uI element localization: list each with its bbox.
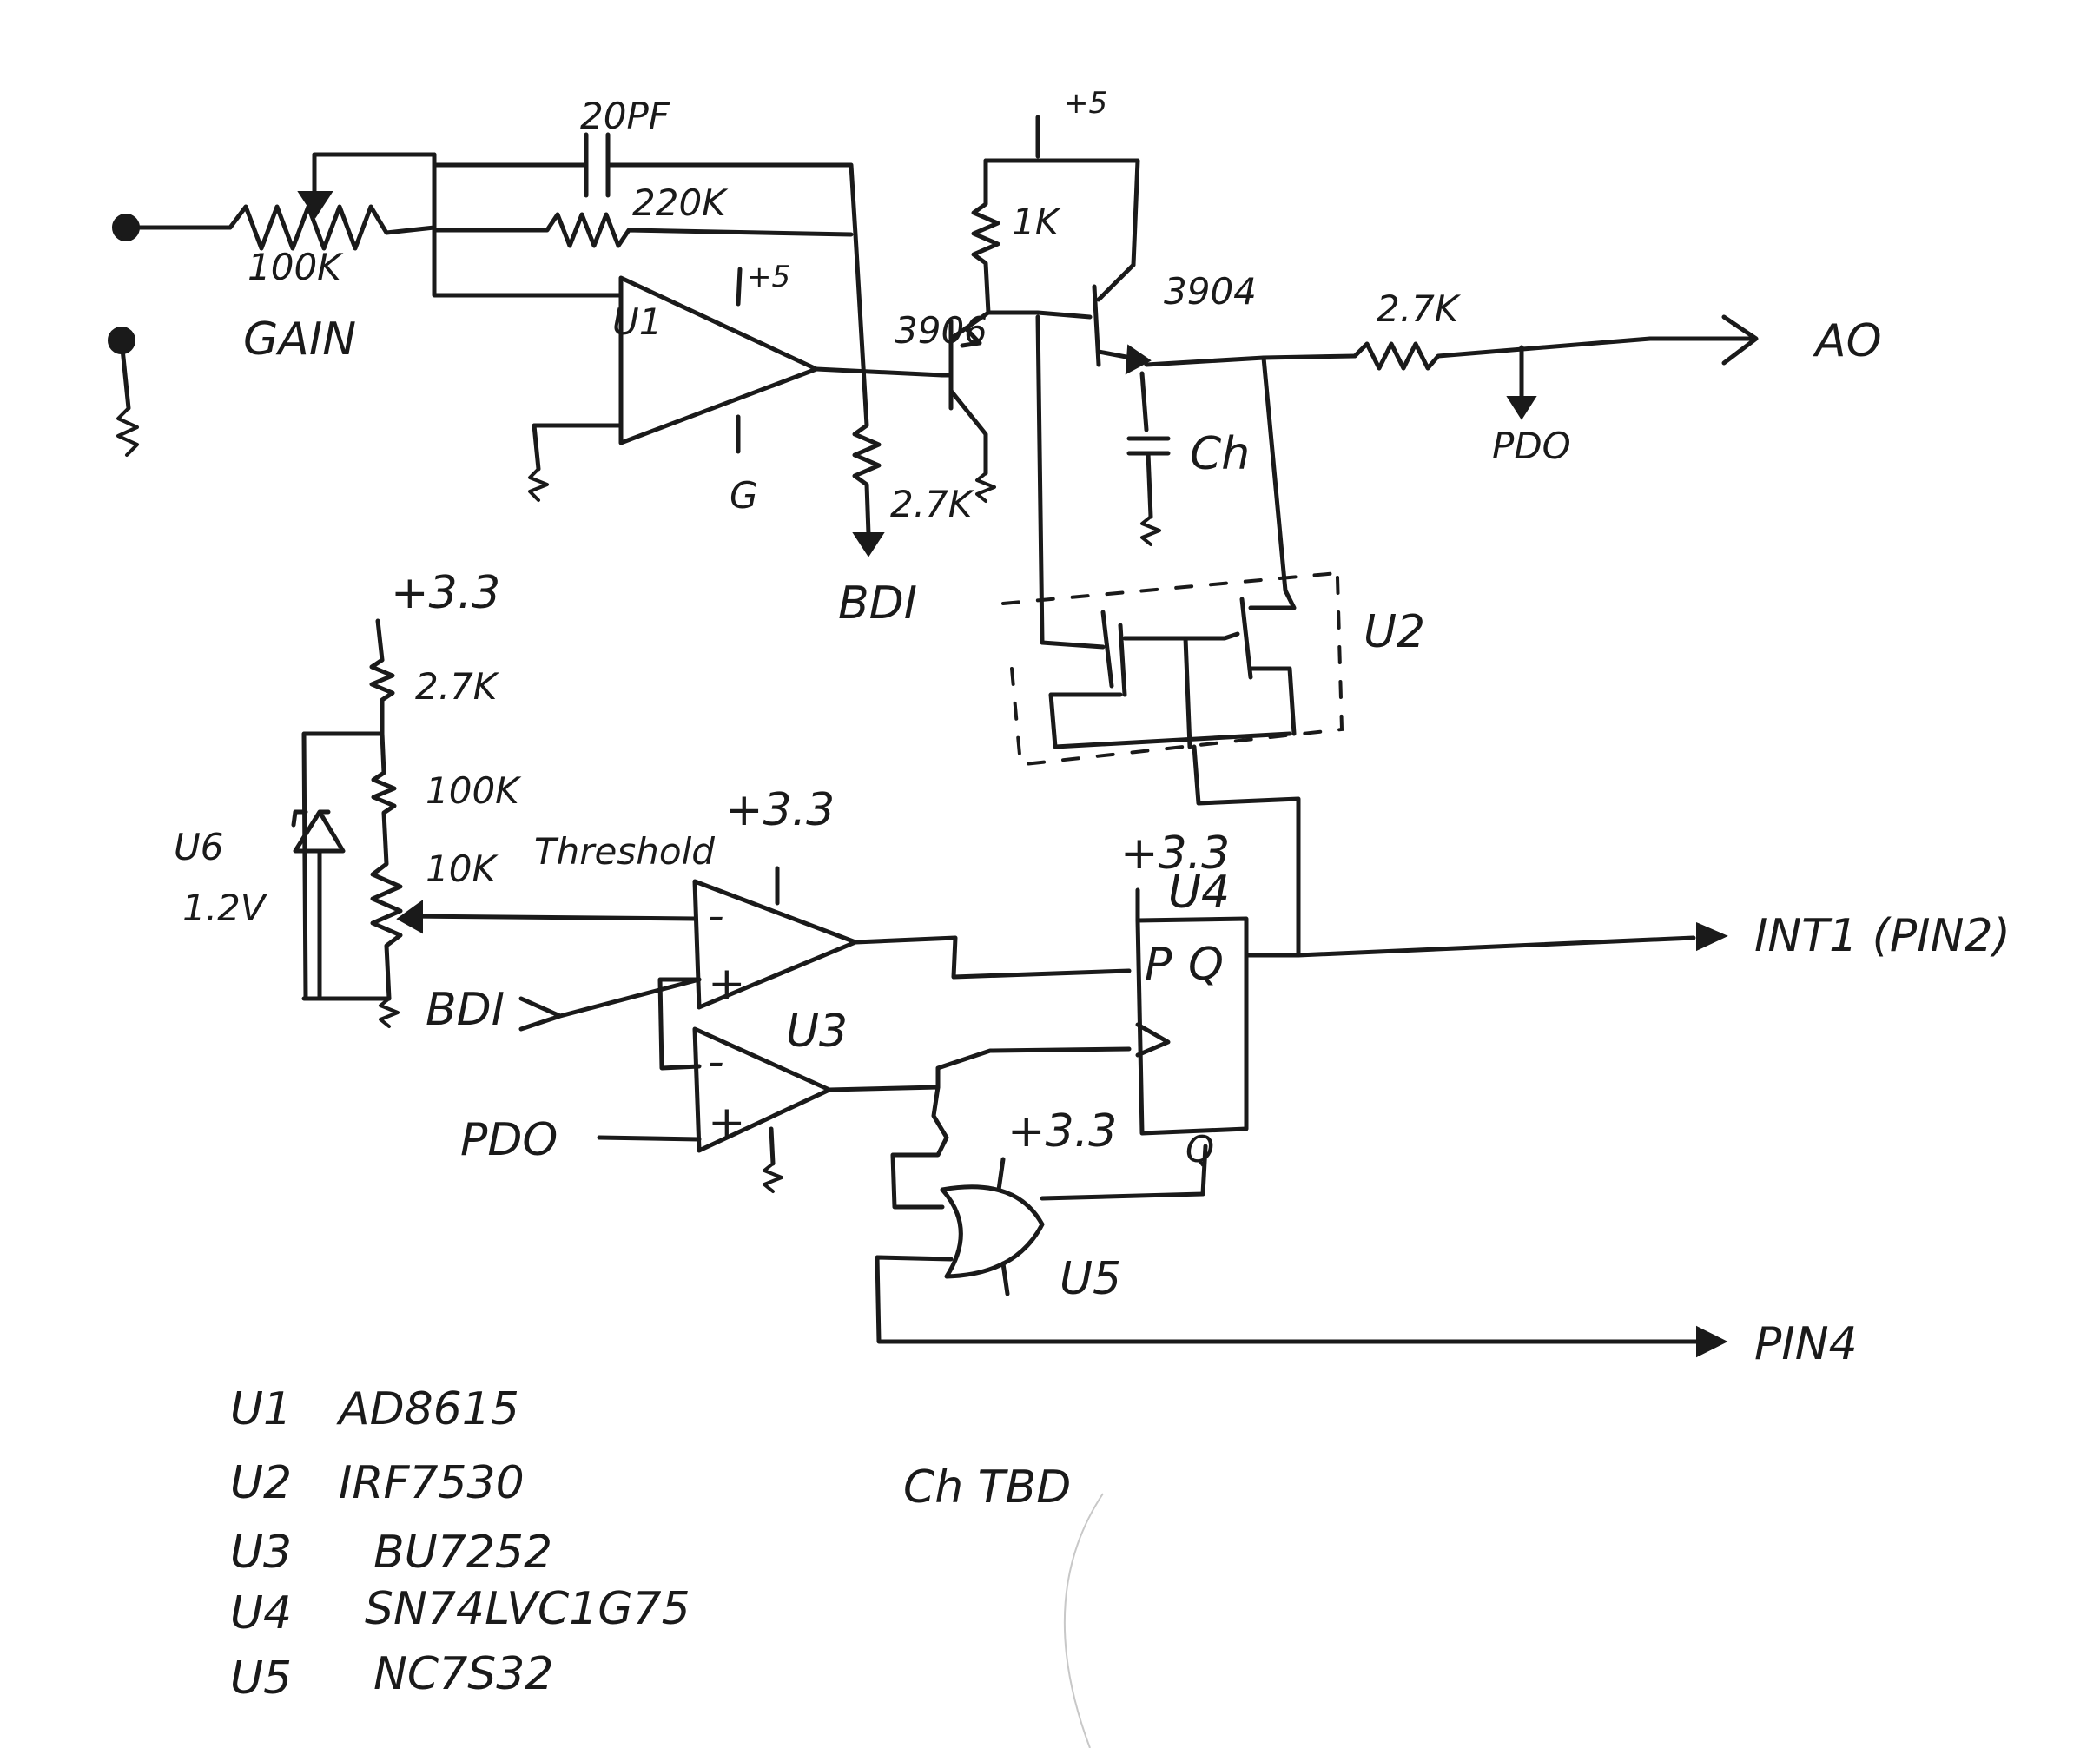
transistor-3906 — [940, 310, 991, 476]
part-number: BU7252 — [373, 1527, 552, 1579]
res-out — [1352, 336, 1653, 371]
svg-text:-: - — [708, 890, 724, 942]
svg-text:+: + — [708, 1097, 746, 1149]
parts-list: U1 AD8615 U2 IRF7530 U3 BU7252 U4 SN74LV… — [230, 1383, 690, 1705]
u3-supply-label: +3.3 — [725, 784, 835, 836]
u4-pin-p: P — [1145, 939, 1172, 991]
part-ref: U2 — [230, 1457, 292, 1509]
pot-name-label: GAIN — [243, 313, 356, 366]
part-number: SN74LVC1G75 — [365, 1583, 690, 1635]
svg-text:-: - — [708, 1036, 724, 1088]
wire-int1 — [1244, 935, 1696, 958]
res-feedback-label: 220K — [632, 181, 729, 224]
pot-wiper-head — [297, 191, 333, 219]
part-ref: U1 — [230, 1383, 292, 1435]
transistor-3906-label: 3906 — [895, 309, 987, 352]
pot-value-label: 100K — [248, 246, 344, 288]
paper-crease — [1063, 1493, 1104, 1748]
res-pulldown-label: 2.7K — [890, 483, 975, 525]
wire-u1-out — [814, 366, 945, 378]
res-10k-label: 10K — [426, 848, 499, 890]
parts-list-row: U4 SN74LVC1G75 — [230, 1583, 690, 1639]
cap-feedback — [584, 132, 611, 198]
part-ref: U4 — [230, 1587, 292, 1639]
supply-plus5-label: +5 — [1064, 86, 1107, 121]
part-number: AD8615 — [336, 1383, 519, 1435]
cap-feedback-label: 20PF — [580, 95, 670, 137]
pdo-input-wire — [597, 1135, 702, 1142]
parts-list-row: U2 IRF7530 — [230, 1457, 525, 1509]
transistor-3904-label: 3904 — [1164, 270, 1257, 313]
u5-supply-label: +3.3 — [1007, 1105, 1117, 1158]
parts-list-row: U5 NC7S32 — [230, 1648, 553, 1705]
u1-ref-label: U1 — [612, 300, 662, 343]
pdo-input-label: PDO — [460, 1114, 558, 1166]
wire-feedback-top — [432, 162, 858, 237]
res-pulldown-bdi — [852, 232, 882, 537]
out-ao-label: AO — [1813, 315, 1882, 367]
u1-supply-label: +5 — [747, 260, 790, 294]
u2-ref-label: U2 — [1364, 606, 1425, 658]
ref-diode-u6 — [291, 809, 346, 854]
cap-hold-label: Ch — [1190, 428, 1250, 480]
flipflop-u4 — [1135, 916, 1249, 1136]
supply-33-top — [375, 618, 385, 663]
parts-list-row: U1 AD8615 — [230, 1383, 519, 1435]
out-int1-label: INT1 (PIN2) — [1754, 910, 2011, 962]
res-base-label: 1K — [1012, 201, 1062, 243]
bdi-input-label: BDI — [426, 984, 505, 1036]
wire-emitter-out — [1144, 353, 1357, 367]
res-100k-b — [371, 731, 397, 849]
u6-ref-label: U6 — [174, 826, 223, 868]
arrow-pin4 — [1696, 1325, 1728, 1358]
svg-text:+: + — [708, 958, 746, 1010]
gain-potentiometer — [228, 204, 437, 251]
bdi-label: BDI — [838, 577, 917, 630]
threshold-label: Threshold — [534, 830, 715, 873]
part-number: IRF7530 — [339, 1457, 525, 1509]
out-pin4-label: PIN4 — [1754, 1318, 1858, 1370]
res-100k-b-label: 100K — [426, 769, 522, 812]
bdi-input-arrow — [518, 977, 702, 1032]
res-out-label: 2.7K — [1377, 287, 1462, 330]
cap-hold — [1126, 436, 1171, 456]
arrow-int1 — [1696, 921, 1728, 952]
parts-list-row: U3 BU7252 — [230, 1527, 552, 1579]
u4-pin-q: Q — [1188, 939, 1224, 991]
pot-threshold-10k — [370, 844, 403, 1001]
note-ch-tbd: Ch TBD — [903, 1461, 1071, 1514]
res-27k-b-label: 2.7K — [415, 665, 500, 708]
u3-ref-label: U3 — [786, 1006, 848, 1058]
arrow-ao — [1648, 314, 1759, 366]
res-base-1k — [971, 158, 1000, 315]
opamp-u1 — [618, 275, 819, 445]
u4-ref-label: U4 — [1168, 867, 1230, 919]
pdo-top-label: PDO — [1492, 425, 1571, 467]
threshold-wire — [406, 914, 697, 921]
res-feedback — [432, 212, 854, 248]
u6-voltage-label: 1.2V — [182, 887, 268, 929]
comparator-u3a — [692, 879, 858, 1010]
u2-outline — [1001, 571, 1344, 766]
u4-pin-qbar: Q — [1185, 1128, 1214, 1171]
transistor-3904 — [1092, 262, 1147, 367]
mosfet-pair-u2 — [1040, 588, 1297, 736]
u1-ground-label: G — [730, 474, 758, 517]
comparator-u3b — [692, 1026, 832, 1153]
u5-ref-label: U5 — [1060, 1253, 1121, 1305]
input-terminal — [108, 214, 140, 457]
part-number: NC7S32 — [373, 1648, 553, 1700]
supply-33-top-label: +3.3 — [391, 567, 500, 619]
part-ref: U3 — [230, 1527, 292, 1579]
or-gate-u5 — [940, 1184, 1045, 1279]
u4-supply-label: +3.3 — [1120, 828, 1230, 880]
res-27k-b — [369, 657, 395, 736]
part-ref: U5 — [230, 1652, 292, 1705]
